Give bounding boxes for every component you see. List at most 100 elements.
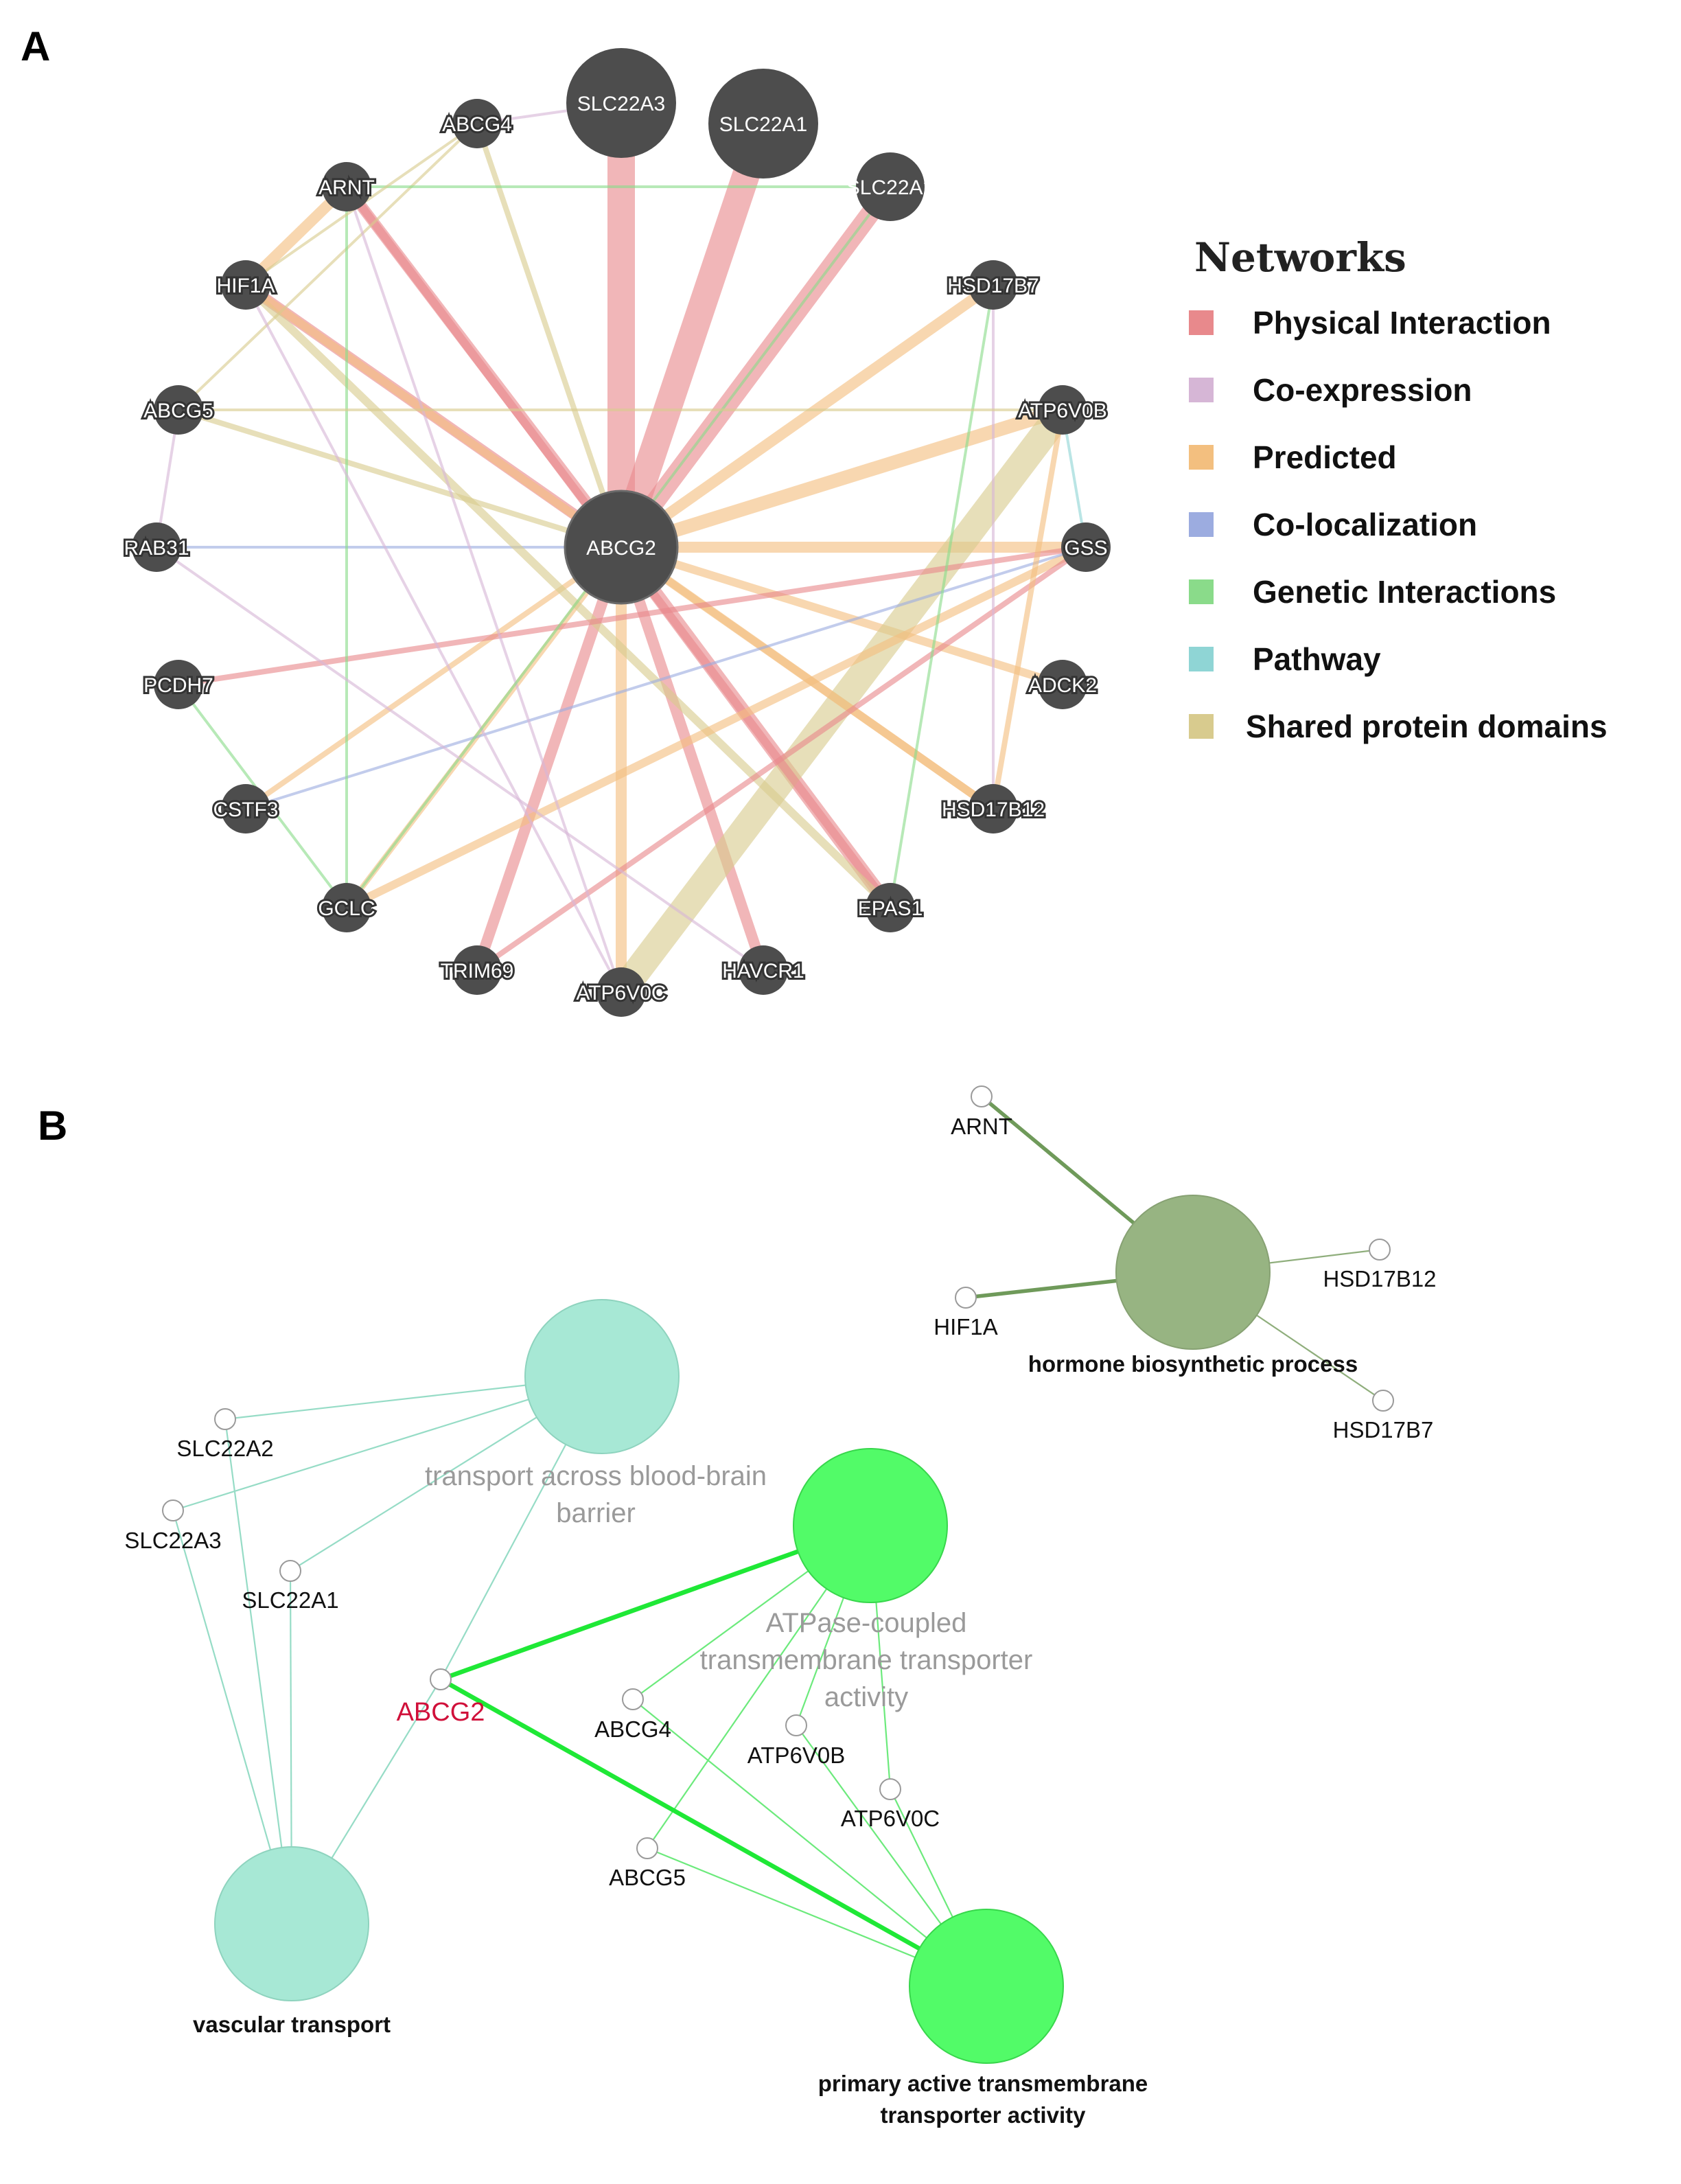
term-circle (524, 1299, 680, 1454)
edge-abcg2-hsd17b7 (618, 280, 997, 552)
term-label: activity (824, 1682, 908, 1712)
gene-dot (162, 1499, 184, 1521)
node-adck2: ADCK2 (1026, 660, 1099, 709)
term-primary: primary active transmembrane transporter … (818, 1909, 1148, 2128)
gene-slc22a2: SLC22A2 (176, 1408, 274, 1461)
legend-swatch (1189, 647, 1214, 671)
edge-abcg2-havcr1 (616, 545, 769, 972)
term-circle (1115, 1195, 1271, 1350)
term-label: vascular transport (193, 2012, 391, 2037)
gene-label: ABCG2 (397, 1698, 485, 1727)
node-cstf3: CSTF3 (211, 784, 281, 834)
legend-swatch (1189, 512, 1214, 537)
node-circle (596, 967, 646, 1017)
node-abcg2: ABCG2 (564, 490, 679, 605)
node-slc22a2: SLC22A2 (846, 152, 934, 221)
node-hsd17b12: HSD17B12 (940, 784, 1047, 834)
legend-label: Physical Interaction (1253, 305, 1551, 341)
legend-item-shared-protein-domains: Shared protein domains (1189, 709, 1608, 744)
term-atpase: ATPase-coupled transmembrane transporter a… (700, 1448, 1033, 1712)
panel-b-terms: hormone biosynthetic process transport ac… (193, 1195, 1358, 2128)
node-label: SLC22A1 (719, 113, 807, 136)
node-trim69: TRIM69 (439, 945, 515, 995)
node-circle (154, 385, 203, 435)
node-circle (866, 883, 915, 932)
node-label: RAB31 (124, 537, 189, 560)
legend-label: Pathway (1253, 641, 1381, 677)
node-label: ARNT (318, 176, 375, 199)
node-label: EPAS1 (858, 897, 923, 920)
edge-gss-gclc (345, 543, 1088, 912)
gene-hsd17b7: HSD17B7 (1333, 1390, 1433, 1442)
gene-label: ABCG4 (594, 1716, 671, 1742)
node-label: SLC22A3 (577, 93, 665, 115)
term-hormone: hormone biosynthetic process (1028, 1195, 1358, 1377)
gene-abcg2: ABCG2 (397, 1668, 485, 1727)
edge-abcg2-abcg5 (177, 407, 623, 550)
term-label: ATPase-coupled (766, 1608, 967, 1638)
node-label: SLC22A2 (846, 176, 934, 199)
gene-dot (622, 1688, 644, 1710)
gene-slc22a3: SLC22A3 (124, 1499, 222, 1553)
gene-label: SLC22A2 (176, 1436, 273, 1461)
node-rab31: RAB31 (121, 522, 192, 572)
term-label: transporter activity (881, 2102, 1087, 2128)
network-legend: Networks Physical InteractionCo-expressi… (1189, 234, 1608, 744)
node-slc22a3: SLC22A3 (566, 48, 676, 158)
node-label: CSTF3 (213, 798, 278, 821)
node-circle (154, 660, 203, 709)
legend-item-predicted: Predicted (1189, 439, 1397, 475)
term-label: barrier (556, 1498, 636, 1528)
edge-abcg2-slc22a1 (608, 119, 776, 552)
gene-dot (279, 1560, 301, 1582)
edge-abcg2-cstf3 (244, 544, 623, 812)
legend-swatch (1189, 714, 1214, 739)
node-arnt: ARNT (316, 162, 377, 211)
gene-dot (785, 1714, 807, 1736)
node-hif1a: HIF1A (214, 260, 277, 310)
edge-abcg2-trim69 (472, 545, 627, 972)
legend-label: Co-localization (1253, 507, 1477, 542)
term-circle (793, 1448, 948, 1603)
edge-abcg2-atp6v0b (619, 403, 1065, 554)
node-havcr1: HAVCR1 (720, 945, 807, 995)
gene-dot (430, 1668, 452, 1690)
node-atp6v0c: ATP6V0C (574, 967, 669, 1017)
gene-dot (971, 1085, 993, 1107)
term-label: primary active transmembrane (818, 2071, 1148, 2096)
node-circle (969, 784, 1018, 834)
gene-slc22a1: SLC22A1 (242, 1560, 339, 1613)
panel-a-letter: A (21, 23, 50, 69)
legend-swatch (1189, 310, 1214, 335)
node-label: ABCG4 (442, 113, 512, 136)
legend-swatch (1189, 378, 1214, 402)
gene-abcg4: ABCG4 (594, 1688, 671, 1742)
gene-label: ABCG5 (609, 1865, 686, 1890)
node-circle (739, 945, 788, 995)
legend-item-physical-interaction: Physical Interaction (1189, 305, 1551, 341)
legend-swatch (1189, 445, 1214, 470)
legend-label: Genetic Interactions (1253, 574, 1556, 610)
node-label: HSD17B12 (942, 798, 1045, 821)
node-atp6v0b: ATP6V0B (1016, 385, 1109, 435)
node-label: ABCG2 (586, 537, 656, 560)
term-label: transmembrane transporter (700, 1645, 1033, 1675)
node-circle (1038, 385, 1087, 435)
node-label: ADCK2 (1028, 674, 1097, 697)
node-circle (564, 490, 679, 605)
legend-item-co-localization: Co-localization (1189, 507, 1477, 542)
gene-atp6v0b: ATP6V0B (747, 1714, 845, 1768)
gene-dot (1372, 1390, 1394, 1412)
edge-gss-cstf3 (245, 546, 1087, 810)
node-circle (452, 99, 502, 148)
legend-item-co-expression: Co-expression (1189, 372, 1472, 408)
edge-arnt-atp6v0c (345, 186, 623, 993)
gene-label: HSD17B12 (1323, 1266, 1436, 1291)
gene-atp6v0c: ATP6V0C (841, 1778, 940, 1831)
panel-b-letter: B (38, 1103, 67, 1149)
gene-arnt: ARNT (951, 1085, 1012, 1139)
gene-abcg5: ABCG5 (609, 1837, 686, 1890)
node-label: HSD17B7 (947, 275, 1039, 297)
node-circle (856, 152, 925, 221)
